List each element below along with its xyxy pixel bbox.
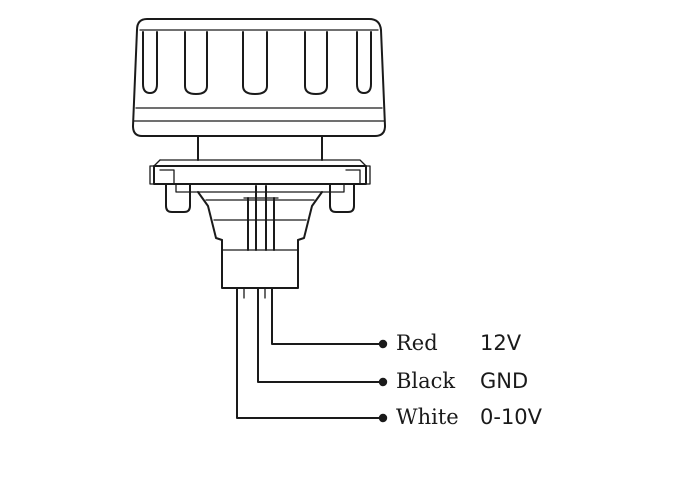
- shaft-housing: [197, 191, 323, 289]
- wire-signal-0-10v: 0-10V: [480, 405, 543, 429]
- knob-cap: [132, 18, 386, 137]
- wire-bundle: [236, 287, 381, 419]
- wire-signal-12v: 12V: [480, 331, 522, 355]
- mounting-flange: [149, 159, 371, 193]
- knob-grip-ridges: [142, 31, 372, 95]
- wire-color-black: Black: [396, 369, 455, 393]
- wire-terminals: [378, 339, 388, 423]
- center-terminal: [243, 185, 279, 251]
- wire-color-red: Red: [396, 331, 438, 355]
- knob-neck: [197, 135, 323, 161]
- wire-color-white: White: [396, 405, 459, 429]
- wire-terminal-dot: [378, 339, 388, 349]
- mounting-pegs: [165, 183, 355, 213]
- wire-labels: Red 12V Black GND White 0-10V: [396, 331, 543, 429]
- wire-terminal-dot: [378, 377, 388, 387]
- wire-terminal-dot: [378, 413, 388, 423]
- wire-signal-gnd: GND: [480, 369, 528, 393]
